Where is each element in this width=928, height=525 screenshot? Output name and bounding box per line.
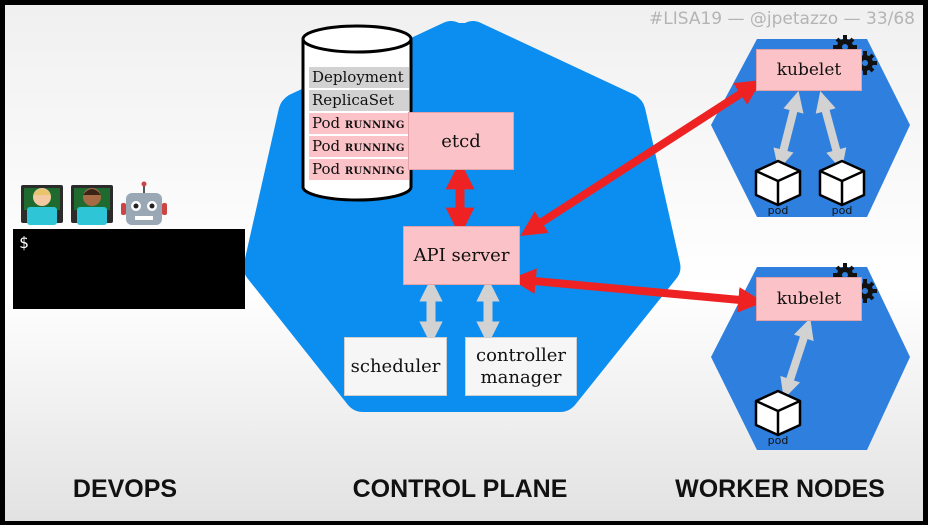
arrow-kubelet-pod-2 <box>780 318 814 399</box>
developer-avatar <box>21 185 63 225</box>
etcd-record-pod: Pod RUNNING <box>309 136 409 157</box>
arrow-api-kubelet-2 <box>510 268 764 313</box>
arrow-kubelet-pod-1b <box>815 90 847 171</box>
controller-manager-box: controller manager <box>465 337 577 396</box>
controller-manager-line2: manager <box>480 366 562 388</box>
kubelet-box-worker-2: kubelet <box>756 277 862 321</box>
api-server-box: API server <box>403 226 520 285</box>
etcd-record-deployment: Deployment <box>309 67 409 88</box>
section-title-control-plane: CONTROL PLANE <box>352 475 568 503</box>
pod-label: pod <box>831 204 853 217</box>
developer-avatar <box>71 185 113 225</box>
cube-icon <box>754 159 802 207</box>
controller-manager-line1: controller <box>476 344 566 366</box>
terminal-prompt: $ <box>19 233 29 252</box>
arrow-kubelet-pod-1a <box>773 90 804 171</box>
pod-label: pod <box>767 204 789 217</box>
etcd-box: etcd <box>408 112 514 170</box>
etcd-record-pod: Pod RUNNING <box>309 159 409 180</box>
section-title-worker-nodes: WORKER NODES <box>675 475 885 503</box>
terminal-window[interactable]: $ <box>13 229 245 309</box>
slide-credit: #LISA19 — @jpetazzo — 33/68 <box>648 9 915 29</box>
robot-icon <box>121 181 167 225</box>
etcd-record-replicaset: ReplicaSet <box>309 90 409 111</box>
slide: #LISA19 — @jpetazzo — 33/68 Deployment R… <box>5 5 923 521</box>
cube-icon <box>818 159 866 207</box>
etcd-record-pod: Pod RUNNING <box>309 113 409 134</box>
arrow-api-kubelet-1 <box>520 80 762 236</box>
section-title-devops: DEVOPS <box>72 475 178 503</box>
scheduler-box: scheduler <box>344 337 447 396</box>
pod-label: pod <box>767 434 789 447</box>
cube-icon <box>754 389 802 437</box>
kubelet-box-worker-1: kubelet <box>756 49 862 91</box>
